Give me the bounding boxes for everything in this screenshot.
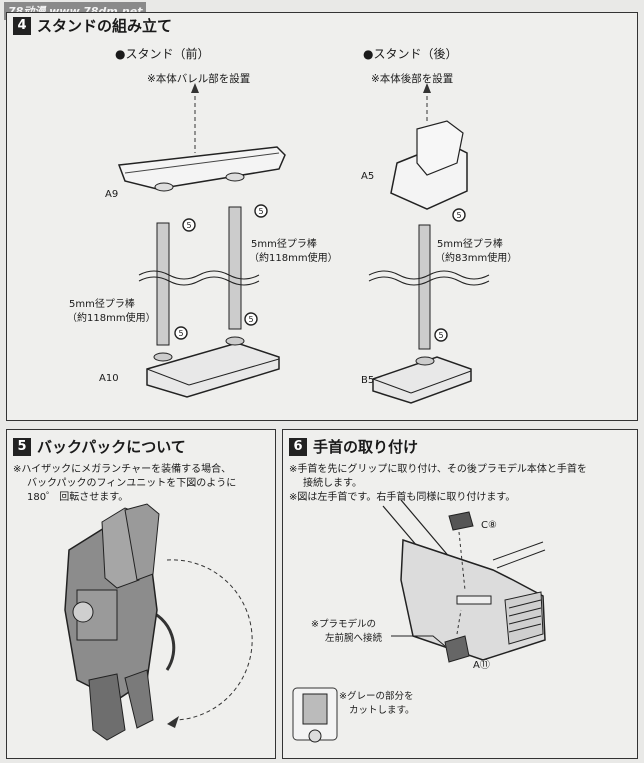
section-5-number: 5 (13, 437, 31, 456)
step-ref-1: 5 (186, 221, 191, 230)
forearm-note-line-1: ※プラモデルの (311, 619, 376, 630)
section-6-heading: 手首の取り付け (313, 438, 419, 456)
front-right-rod-length: （約118mm使用） (249, 253, 338, 264)
rear-rod-label: 5mm径プラ棒 (437, 239, 503, 250)
step-ref-3: 5 (178, 329, 183, 338)
section-6-line-3: ※図は左手首です。右手首も同様に取り付けます。 (289, 492, 516, 503)
stand-diagram: 5 5 5 5 5 5 (117, 83, 490, 404)
wrist-panel: 6 手首の取り付け ※手首を先にグリップに取り付け、その後プラモデル本体と手首を… (282, 429, 638, 759)
section-6-line-2: 接続します。 (303, 478, 362, 489)
section-4-number: 4 (13, 16, 31, 35)
backpack-diagram (64, 503, 253, 741)
section-5-line-3: 180゜ 回転させます。 (27, 492, 129, 503)
stand-assembly-panel: 4 スタンドの組み立て ●スタンド（前） ※本体バレル部を設置 ●スタンド（後）… (6, 12, 638, 421)
step-ref-4: 5 (248, 315, 253, 324)
section-6-number: 6 (289, 437, 307, 456)
front-right-rod-label: 5mm径プラ棒 (251, 239, 317, 250)
section-4-heading: スタンドの組み立て (37, 17, 173, 35)
cut-note-line-2: カットします。 (349, 705, 415, 716)
section-5-line-2: バックパックのフィンユニットを下図のように (27, 478, 237, 489)
front-stand-heading: ●スタンド（前） (115, 47, 210, 61)
section-6-title: 6 手首の取り付け (289, 436, 418, 457)
section-5-title: 5 バックパックについて (13, 436, 186, 457)
section-5-line-1: ※ハイザックにメガランチャーを装備する場合、 (13, 464, 232, 475)
step-ref-2: 5 (258, 207, 263, 216)
wrist-diagram (292, 499, 546, 743)
part-a5-label: A5 (361, 171, 375, 182)
step-ref-5: 5 (456, 211, 461, 220)
step-ref-6: 5 (438, 331, 443, 340)
part-c8-label: C⑧ (481, 520, 497, 531)
front-left-rod-label: 5mm径プラ棒 (69, 299, 135, 310)
front-left-rod-length: （約118mm使用） (67, 313, 156, 324)
rear-stand-heading: ●スタンド（後） (363, 47, 458, 61)
section-6-line-1: ※手首を先にグリップに取り付け、その後プラモデル本体と手首を (289, 464, 587, 475)
rear-stand-note: ※本体後部を設置 (371, 73, 454, 85)
cut-note-line-1: ※グレーの部分を (339, 691, 414, 702)
section-4-title: 4 スタンドの組み立て (13, 15, 172, 36)
rear-rod-length: （約83mm使用） (435, 253, 518, 264)
front-stand-note: ※本体バレル部を設置 (147, 73, 251, 85)
section-5-heading: バックパックについて (37, 438, 186, 456)
forearm-note-line-2: 左前腕へ接続 (325, 633, 383, 644)
backpack-panel: 5 バックパックについて ※ハイザックにメガランチャーを装備する場合、 バックパ… (6, 429, 276, 759)
part-a10-label: A10 (99, 373, 119, 384)
part-b5-label: B5 (361, 375, 375, 386)
part-a11-label: A⑪ (473, 660, 490, 671)
part-a9-label: A9 (105, 189, 119, 200)
